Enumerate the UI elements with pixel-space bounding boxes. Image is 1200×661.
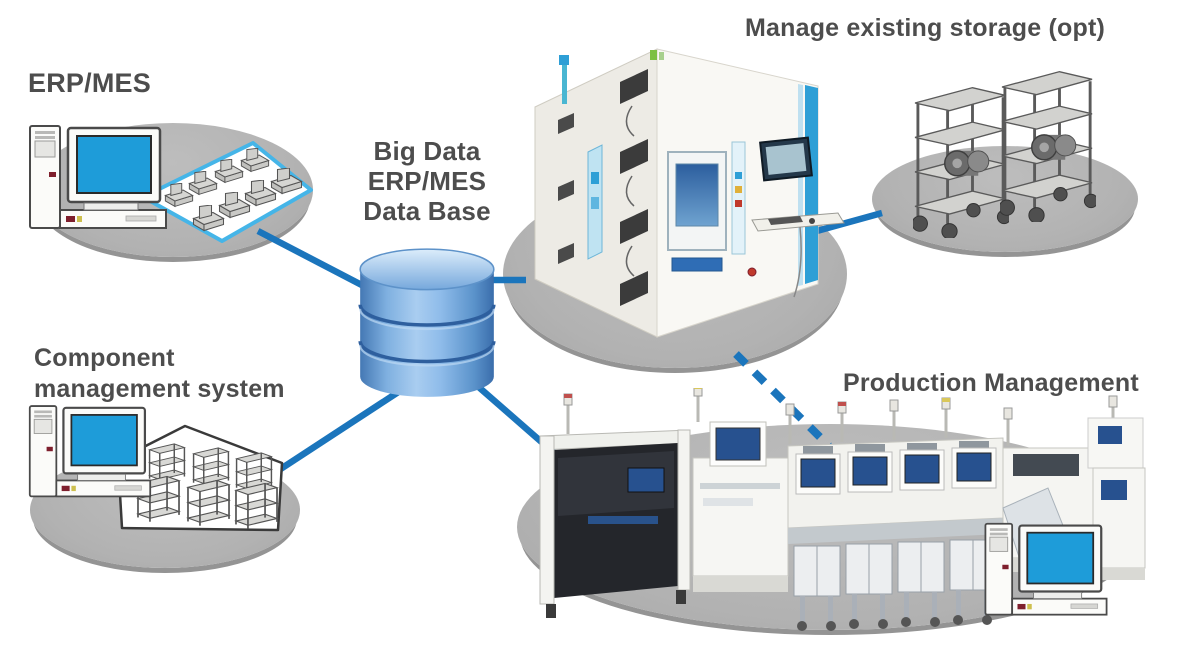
cart-front: [913, 86, 1009, 238]
unloader-machines: [1087, 417, 1146, 580]
front-panel-details: [667, 84, 845, 298]
tower-monitor: [759, 136, 813, 182]
office-floorplan: [141, 141, 313, 243]
office-workstations-icon: [141, 141, 313, 243]
inspection-machine: [692, 421, 789, 592]
production-label: Production Management: [843, 369, 1139, 397]
signal-tower-tips: [563, 388, 1118, 420]
storage-tower-machine-icon: [534, 48, 845, 338]
feeder-carts: [793, 539, 997, 631]
antenna: [562, 64, 567, 104]
signal-towers: [566, 394, 1115, 446]
left-panel-details: [558, 69, 648, 306]
database-cylinder-icon: [358, 248, 496, 397]
component-label-line2: management system: [34, 375, 285, 403]
production-computer-icon: [983, 522, 1109, 620]
database-label-line2: ERP/MES: [367, 166, 487, 196]
erp-mes-label: ERP/MES: [28, 68, 151, 98]
storage-label: Manage existing storage (opt): [745, 14, 1106, 42]
screen-printer: [539, 429, 691, 618]
cart-back: [1000, 70, 1096, 222]
database-label-line3: Data Base: [363, 196, 491, 226]
component-label-line1: Component: [34, 344, 175, 372]
database-label: Big Data ERP/MES Data Base: [352, 136, 502, 226]
database-label-line1: Big Data: [373, 136, 481, 166]
component-computer-icon: [28, 404, 152, 502]
placement-machines: [787, 437, 1004, 631]
erp-computer-icon: [28, 124, 168, 234]
shelf-cart-icon: [913, 70, 1096, 238]
line-component-database: [274, 384, 408, 475]
component-label: Component management system: [34, 343, 285, 405]
line-tower-production-dashed: [733, 351, 832, 449]
